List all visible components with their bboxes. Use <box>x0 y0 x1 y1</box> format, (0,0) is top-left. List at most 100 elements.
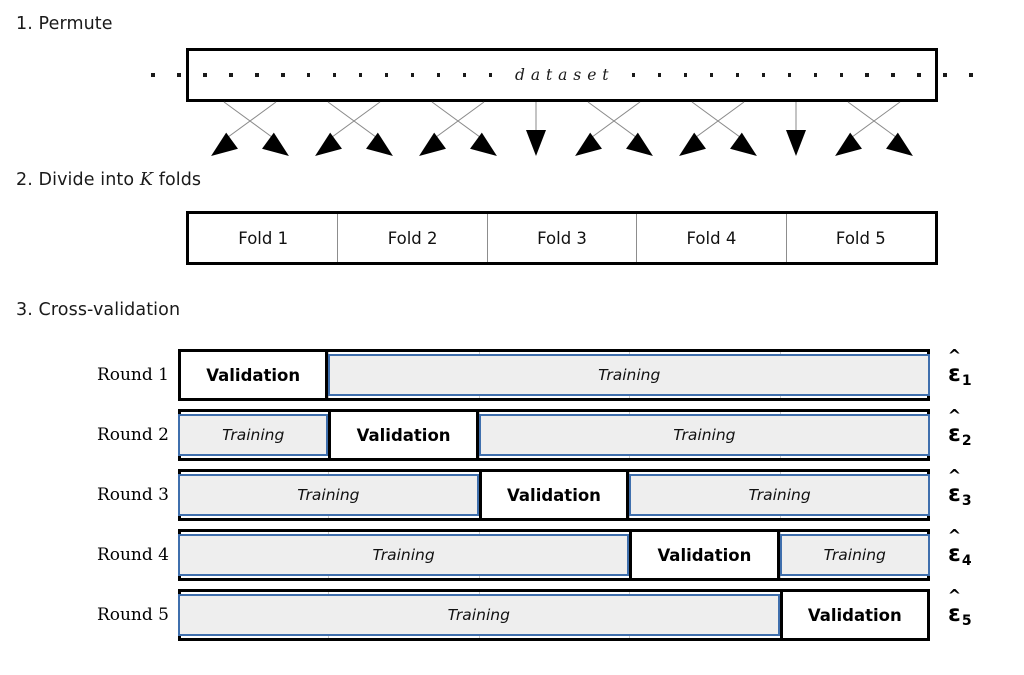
dataset-dot <box>281 73 285 77</box>
dot-gap <box>739 74 762 75</box>
training-segment: Training <box>178 594 780 636</box>
dataset-dot <box>787 73 791 77</box>
dot-gap <box>791 74 814 75</box>
round-label-4: Round 4 <box>96 545 169 565</box>
dataset-dot <box>943 73 947 77</box>
fold-cell-3: Fold 3 <box>488 214 638 262</box>
error-estimate-1: ɛ^1 <box>930 348 1008 390</box>
dataset-dot <box>437 73 441 77</box>
dataset-dot <box>839 73 843 77</box>
training-label: Training <box>372 546 435 564</box>
permute-arrowhead <box>470 132 497 156</box>
training-label: Training <box>823 546 886 564</box>
dataset-dot <box>657 73 661 77</box>
training-label: Training <box>598 366 661 384</box>
dataset-dot <box>735 73 739 77</box>
permute-arrowhead <box>835 132 862 156</box>
error-estimate-3: ɛ^3 <box>930 466 1008 510</box>
step-2-heading-prefix: 2. Divide into <box>16 170 140 190</box>
permute-arrowhead <box>575 132 602 156</box>
cv-round-row: Round 4 Training Validation Training ɛ^4 <box>0 525 1024 585</box>
permute-arrow-line <box>431 101 485 141</box>
dataset-dot <box>385 73 389 77</box>
dot-gap <box>843 74 866 75</box>
training-label: Training <box>222 426 285 444</box>
fold-cell-5: Fold 5 <box>787 214 935 262</box>
permute-arrowhead <box>626 132 653 156</box>
permute-arrow-line <box>691 101 745 141</box>
step-2-heading-suffix: folds <box>153 170 202 190</box>
fold-cell-4: Fold 4 <box>637 214 787 262</box>
dot-gap <box>713 74 736 75</box>
dataset-dot <box>865 73 869 77</box>
epsilon-symbol: ɛ^ <box>947 406 962 448</box>
permute-arrows <box>211 101 913 156</box>
dataset-dot <box>255 73 259 77</box>
dot-gap <box>466 74 489 75</box>
dataset-dot <box>683 73 687 77</box>
dataset-dot <box>709 73 713 77</box>
dataset-label: d a t a s e t <box>514 66 610 84</box>
fold-label: Fold 4 <box>686 228 737 248</box>
dataset-dot <box>359 73 363 77</box>
validation-label: Validation <box>507 485 601 505</box>
permute-arrow-line <box>327 101 381 141</box>
training-segment: Training <box>178 474 479 516</box>
validation-label: Validation <box>807 605 902 625</box>
hat-accent: ^ <box>947 526 962 545</box>
training-segment: Training <box>178 414 329 456</box>
permute-arrowhead <box>786 130 806 156</box>
permute-arrowhead <box>315 132 342 156</box>
dot-gap <box>181 74 204 75</box>
fold-cell-1: Fold 1 <box>189 214 339 262</box>
round-track-1: Validation Training <box>178 349 930 401</box>
training-segment: Training <box>478 414 930 456</box>
validation-segment: Validation <box>629 529 780 581</box>
permute-arrowhead <box>679 132 706 156</box>
dot-gap <box>233 74 256 75</box>
validation-segment: Validation <box>478 469 630 521</box>
dataset-dot <box>307 73 311 77</box>
permute-arrowhead <box>730 132 757 156</box>
dataset-dots-left <box>151 73 515 77</box>
dataset-dot <box>411 73 415 77</box>
validation-label: Validation <box>356 425 451 445</box>
dot-gap <box>336 74 359 75</box>
dataset-dot <box>229 73 233 77</box>
step-2-k-variable: K <box>139 170 154 190</box>
validation-segment: Validation <box>328 409 479 461</box>
permute-arrowhead <box>262 132 289 156</box>
error-estimate-4: ɛ^4 <box>930 528 1008 570</box>
training-label: Training <box>748 486 811 504</box>
step-1-heading: 1. Permute <box>16 14 113 34</box>
permute-arrowhead <box>419 132 446 156</box>
dataset-box: d a t a s e t <box>151 48 973 102</box>
permute-arrow-line <box>587 101 641 141</box>
dataset-dot <box>917 73 921 77</box>
dataset-dot <box>488 73 493 77</box>
hat-accent: ^ <box>947 406 962 425</box>
fold-label: Fold 1 <box>238 228 289 248</box>
dot-gap <box>155 74 178 75</box>
round-label-3: Round 3 <box>96 485 169 505</box>
dataset-dot <box>813 73 817 77</box>
dot-gap <box>765 74 788 75</box>
dataset-dot <box>969 73 973 77</box>
validation-label: Validation <box>657 545 752 565</box>
epsilon-symbol: ɛ^ <box>947 466 962 508</box>
validation-label: Validation <box>206 365 301 385</box>
dataset-dot <box>761 73 765 77</box>
hat-accent: ^ <box>947 586 962 605</box>
dataset-dot <box>151 73 155 77</box>
dot-gap <box>207 74 230 75</box>
training-label: Training <box>447 606 510 624</box>
fold-label: Fold 5 <box>835 228 886 248</box>
round-label-2: Round 2 <box>96 425 169 445</box>
dot-gap <box>362 74 385 75</box>
epsilon-subscript: 5 <box>961 613 972 629</box>
dataset-dot <box>631 73 636 77</box>
epsilon-subscript: 2 <box>961 433 972 449</box>
dot-gap <box>259 74 282 75</box>
round-label-5: Round 5 <box>96 605 169 625</box>
validation-segment: Validation <box>779 589 930 641</box>
